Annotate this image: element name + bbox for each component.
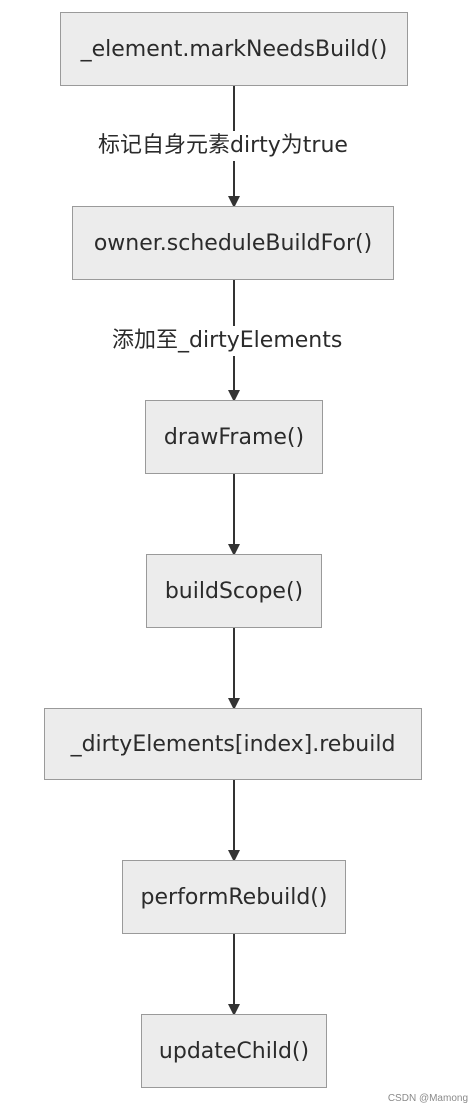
edge-label-add-to-dirty-elements: 添加至_dirtyElements	[112, 326, 356, 356]
node-schedule-build-for: owner.scheduleBuildFor()	[72, 206, 394, 280]
node-build-scope: buildScope()	[146, 554, 322, 628]
edge-label-mark-dirty: 标记自身元素dirty为true	[98, 131, 370, 161]
node-perform-rebuild: performRebuild()	[122, 860, 346, 934]
node-mark-needs-build: _element.markNeedsBuild()	[60, 12, 408, 86]
node-draw-frame: drawFrame()	[145, 400, 323, 474]
watermark: CSDN @Mamong	[387, 1093, 468, 1104]
node-update-child: updateChild()	[141, 1014, 327, 1088]
node-dirty-elements-rebuild: _dirtyElements[index].rebuild	[44, 708, 422, 780]
